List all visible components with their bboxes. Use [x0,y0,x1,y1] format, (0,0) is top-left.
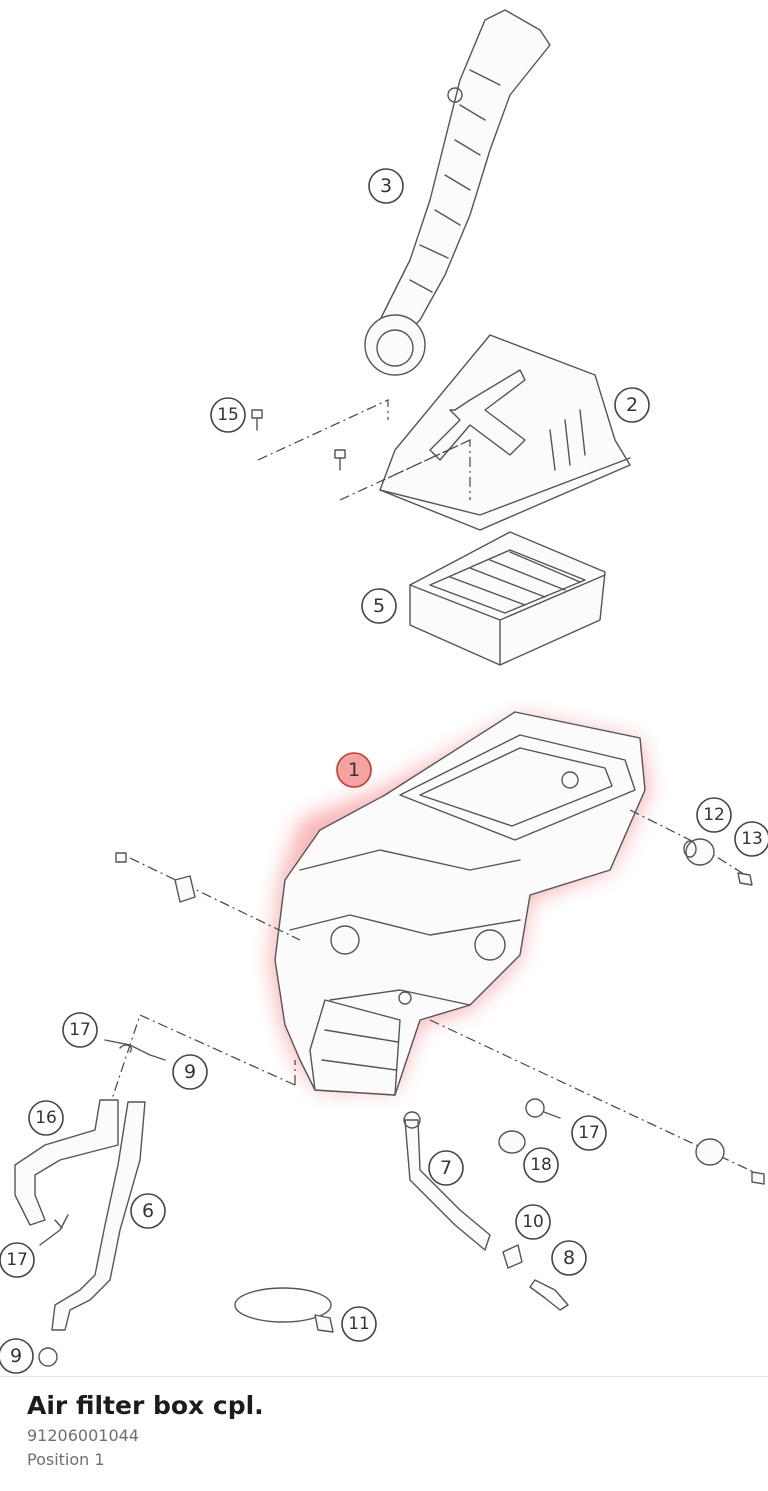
callout-11[interactable]: 11 [341,1306,377,1342]
svg-text:6: 6 [142,1200,154,1222]
svg-text:1: 1 [348,759,360,781]
part-17-spring-clip[interactable] [525,1098,561,1119]
svg-text:3: 3 [380,175,392,197]
svg-text:5: 5 [373,595,385,617]
assembly-line-cover-screws [257,399,471,501]
assembly-line-right-grommet [629,809,751,879]
callout-16[interactable]: 16 [28,1100,64,1136]
part-7-breather-hose[interactable] [403,1111,491,1251]
right-grommet-lower[interactable] [695,1138,765,1185]
part-5-air-filter[interactable] [409,531,606,666]
part-1-air-filter-box[interactable] [274,711,646,1096]
svg-text:10: 10 [522,1212,544,1232]
callout-12[interactable]: 12 [696,797,732,833]
svg-text:7: 7 [440,1157,452,1179]
part-10-bracket[interactable] [502,1244,523,1269]
part-number: 91206001044 [27,1426,139,1445]
part-13-screw[interactable] [737,872,753,886]
part-2-filter-box-cover[interactable] [379,334,631,531]
callout-10[interactable]: 10 [515,1204,551,1240]
part-18-sleeve[interactable] [498,1130,526,1154]
callout-18[interactable]: 18 [523,1147,559,1183]
svg-text:17: 17 [69,1020,91,1040]
svg-text:9: 9 [10,1345,22,1367]
part-17-clip-upper[interactable] [104,1039,166,1061]
svg-text:9: 9 [184,1061,196,1083]
svg-text:8: 8 [563,1247,575,1269]
svg-text:18: 18 [530,1155,552,1175]
callout-15[interactable]: 15 [210,397,246,433]
svg-text:13: 13 [741,829,763,849]
callout-9-upper[interactable]: 9 [172,1054,208,1090]
assembly-line-hose [109,1014,296,1106]
callout-5[interactable]: 5 [361,588,397,624]
callout-17-right[interactable]: 17 [571,1115,607,1151]
part-9-clamp-lower[interactable] [38,1347,58,1367]
callout-7[interactable]: 7 [428,1150,464,1186]
part-11-hose-clamp[interactable] [234,1287,334,1333]
assembly-line-left-bolt [129,857,301,941]
part-8-fitting[interactable] [529,1279,569,1311]
callout-17-lower[interactable]: 17 [0,1242,35,1278]
part-16-hose[interactable] [14,1099,119,1226]
svg-text:11: 11 [348,1314,370,1334]
part-12-grommet[interactable] [683,838,715,866]
svg-text:16: 16 [35,1108,57,1128]
part-17-clip-lower[interactable] [39,1214,69,1246]
callout-8[interactable]: 8 [551,1240,587,1276]
callout-1[interactable]: 1 [336,752,372,788]
svg-text:17: 17 [6,1250,28,1270]
callout-6[interactable]: 6 [130,1193,166,1229]
part-title: Air filter box cpl. [27,1391,264,1420]
callout-3[interactable]: 3 [368,168,404,204]
callout-13[interactable]: 13 [734,821,768,857]
svg-text:2: 2 [626,394,638,416]
part-15-screws[interactable] [251,409,346,471]
svg-text:12: 12 [703,805,725,825]
svg-text:15: 15 [217,405,239,425]
svg-text:17: 17 [578,1123,600,1143]
callout-9-lower[interactable]: 9 [0,1338,34,1374]
part-3-intake-snorkel[interactable] [364,9,551,376]
callout-17-upper[interactable]: 17 [62,1012,98,1048]
part-position: Position 1 [27,1450,105,1469]
part-6-hose[interactable] [51,1101,146,1331]
part-info-panel: Air filter box cpl. 91206001044 Position… [27,1388,264,1472]
left-bolt-grommet[interactable] [115,852,196,903]
info-divider [0,1376,768,1377]
exploded-parts-diagram: 1 2 3 5 6 7 8 9 9 10 11 12 13 15 16 17 1… [0,9,768,1374]
callout-2[interactable]: 2 [614,387,650,423]
